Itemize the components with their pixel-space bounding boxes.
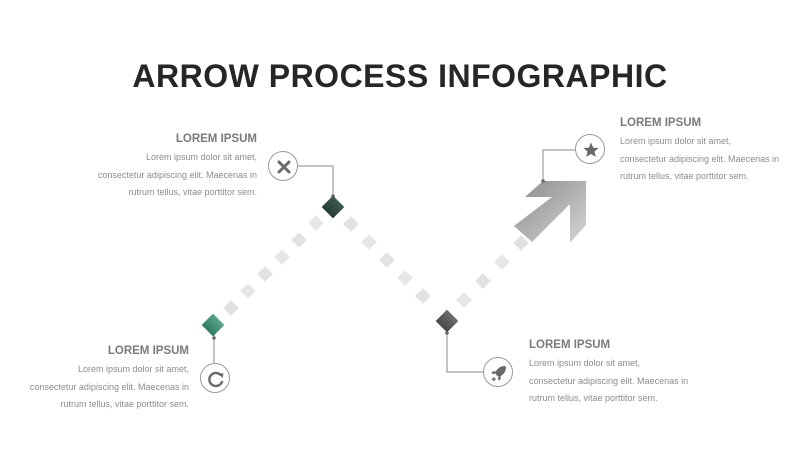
step-3-line-3: rutrum tellus, vitae porttitor sem. bbox=[529, 393, 658, 403]
step-4-icon-circle bbox=[575, 134, 605, 164]
node-3 bbox=[435, 309, 459, 333]
node-1 bbox=[201, 313, 225, 337]
step-4-line-2: consectetur adipiscing elit. Maecenas in bbox=[620, 153, 780, 164]
node-2 bbox=[321, 195, 345, 219]
step-3-line-1: Lorem ipsum dolor sit amet, bbox=[529, 358, 641, 368]
step-3-heading: LOREM IPSUM bbox=[529, 339, 611, 351]
step-1-line-2: consectetur adipiscing elit. Maecenas in bbox=[29, 381, 189, 392]
refresh-icon bbox=[208, 371, 224, 388]
path-segment-1 bbox=[223, 215, 324, 316]
star-icon bbox=[583, 142, 599, 157]
step-3-icon-circle bbox=[483, 357, 513, 387]
step-4-text: LOREM IPSUM Lorem ipsum dolor sit amet, … bbox=[620, 117, 800, 186]
close-icon bbox=[277, 160, 291, 174]
step-4-line-1: Lorem ipsum dolor sit amet, bbox=[620, 136, 732, 146]
step-2-text: LOREM IPSUM Lorem ipsum dolor sit amet, … bbox=[57, 133, 257, 202]
step-3-line-2: consectetur adipiscing elit. Maecenas in bbox=[529, 375, 689, 386]
step-3-text: LOREM IPSUM Lorem ipsum dolor sit amet, … bbox=[529, 339, 729, 408]
rocket-icon bbox=[491, 366, 506, 382]
step-2-line-1: Lorem ipsum dolor sit amet, bbox=[145, 152, 257, 162]
step-1-line-3: rutrum tellus, vitae porttitor sem. bbox=[60, 399, 189, 409]
step-4-heading: LOREM IPSUM bbox=[620, 117, 702, 129]
step-2-line-3: rutrum tellus, vitae porttitor sem. bbox=[128, 187, 257, 197]
connectors bbox=[213, 149, 575, 373]
page-title: ARROW PROCESS INFOGRAPHIC bbox=[132, 58, 668, 94]
step-4-line-3: rutrum tellus, vitae porttitor sem. bbox=[620, 171, 749, 181]
step-1-line-1: Lorem ipsum dolor sit amet, bbox=[77, 364, 189, 374]
path-segment-2 bbox=[343, 216, 431, 304]
step-2-heading: LOREM IPSUM bbox=[175, 133, 257, 145]
arrow-head bbox=[514, 181, 586, 243]
step-1-icon-circle bbox=[200, 363, 230, 393]
step-1-heading: LOREM IPSUM bbox=[107, 345, 189, 357]
connector-dots bbox=[212, 179, 545, 340]
step-2-line-2: consectetur adipiscing elit. Maecenas in bbox=[97, 169, 257, 180]
step-2-icon-circle bbox=[268, 151, 298, 181]
step-1-text: LOREM IPSUM Lorem ipsum dolor sit amet, … bbox=[0, 345, 189, 414]
